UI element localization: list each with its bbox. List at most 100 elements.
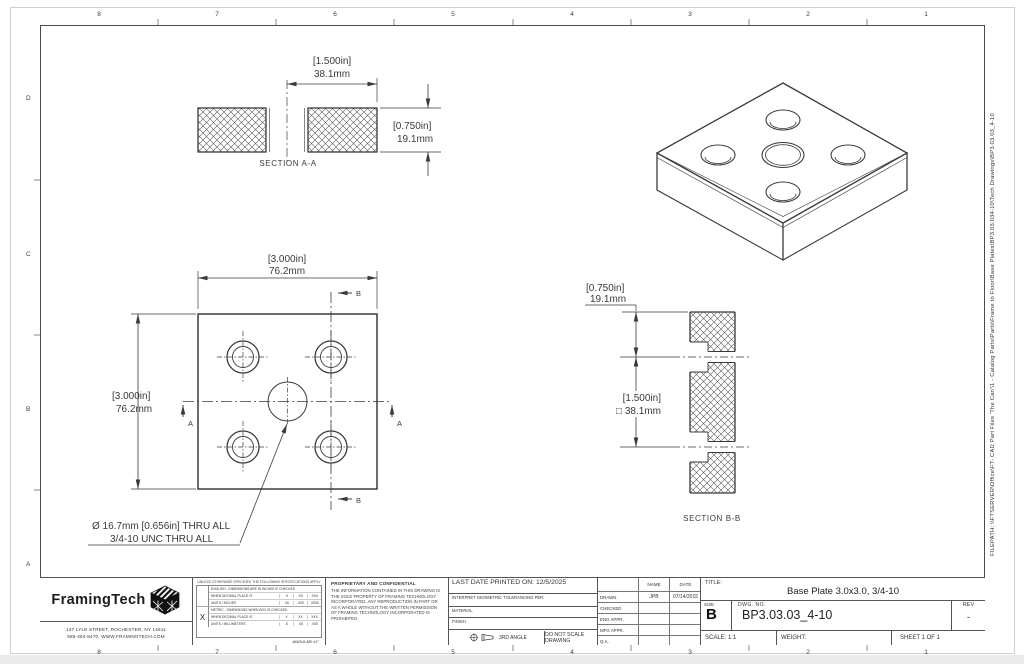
bb-edge-inch: [0.750in]: [586, 283, 625, 294]
approval-row-date: 07/14/2015: [669, 591, 700, 602]
zone-top-2: 2: [806, 11, 810, 18]
front-height-mm: 76.2mm: [116, 404, 152, 415]
finish-label: FINISH: [449, 617, 597, 629]
company-contact: 585-464-8470, WWW.FRAMINGTECH.COM: [67, 633, 165, 639]
third-angle-label: 3RD ANGLE: [498, 634, 528, 641]
company-address: 137 LYLE STREET, ROCHESTER, NY 14611: [66, 626, 166, 632]
approval-row-name: [638, 613, 669, 624]
title-block: FramingTech 137 LYLE STREET, ROCHESTER, …: [40, 577, 985, 645]
zone-bottom-6: 6: [333, 649, 337, 656]
approval-row-label: CHECKED: [598, 602, 638, 613]
aa-thick-mm: 19.1mm: [397, 134, 433, 145]
zone-top-7: 7: [215, 11, 219, 18]
approvals-name-header: NAME: [638, 578, 669, 591]
approval-row-label: Q.A.: [598, 635, 638, 645]
tol-cell: XXX: [307, 615, 321, 619]
approval-row-name: [638, 635, 669, 645]
tol-cell: .005: [293, 601, 307, 605]
metric-checkbox: X: [197, 607, 209, 627]
front-view: [88, 271, 395, 546]
proprietary-body: THE INFORMATION CONTAINED IN THIS DRAWIN…: [331, 588, 441, 621]
rev-label: REV: [962, 601, 975, 608]
tol-cell: X: [279, 615, 293, 619]
approvals-block: NAME DATE DRAWN JPB 07/14/2015 CHECKED E…: [597, 578, 700, 645]
sheet-outer-border: [10, 7, 1015, 654]
proprietary-heading: PROPRIETARY AND CONFIDENTIAL: [331, 581, 416, 586]
front-width-inch: [3.000in]: [268, 254, 307, 265]
rev-value: -: [967, 611, 970, 622]
tol-cell: .X: [279, 594, 293, 598]
cut-label-b-bottom: B: [356, 496, 361, 505]
tol-english-label: ENGLISH - DIMENSIONS ARE IN INCHES IF CH…: [211, 587, 296, 591]
size-label: SIZE: [704, 601, 715, 607]
hole-note-leader: [239, 423, 288, 544]
zone-bottom-4: 4: [570, 649, 574, 656]
zone-top-3: 3: [688, 11, 692, 18]
isometric-view: [655, 82, 909, 261]
approval-row-label: MFG APPR.: [598, 624, 638, 635]
scale-value: SCALE: 1:1: [705, 634, 737, 641]
hole-note-line1: Ø 16.7mm [0.656in] THRU ALL: [92, 521, 231, 532]
tol-decimal-label: WHEN DECIMAL PLACE IS: [211, 594, 253, 598]
approval-row-date: [669, 624, 700, 635]
company-block: FramingTech 137 LYLE STREET, ROCHESTER, …: [40, 578, 192, 645]
cut-label-a-left: A: [188, 419, 193, 428]
company-logo-text: FramingTech: [51, 591, 146, 608]
zone-top-4: 4: [570, 11, 574, 18]
tol-cell: .0005: [307, 601, 321, 605]
bb-pitch-mm: □ 38.1mm: [616, 406, 661, 417]
tol-cell: XX: [293, 615, 307, 619]
dwg-no-value: BP3.03.03_4-10: [742, 607, 833, 622]
zone-bottom-2: 2: [806, 649, 810, 656]
section-aa-view: [197, 78, 441, 176]
do-not-scale-label: DO NOT SCALE DRAWING: [544, 631, 594, 644]
tol-decimal-label: WHEN DECIMAL PLACE IS: [211, 615, 253, 619]
tolerance-header: UNLESS OTHERWISE SPECIFIED THE FOLLOWING…: [197, 580, 321, 584]
aa-thick-inch: [0.750in]: [393, 121, 432, 132]
front-height-inch: [3.000in]: [112, 391, 151, 402]
approval-row-name: [638, 602, 669, 613]
cut-label-b-top: B: [356, 289, 361, 298]
approval-row-name: [638, 624, 669, 635]
zone-left-a: A: [26, 561, 31, 568]
front-width-mm: 76.2mm: [269, 266, 305, 277]
zone-ticks: [34, 19, 868, 651]
zone-bottom-1: 1: [924, 649, 928, 656]
approval-row-date: [669, 613, 700, 624]
proprietary-block: PROPRIETARY AND CONFIDENTIAL THE INFORMA…: [325, 578, 448, 645]
hole-note-line2: 3/4-10 UNC THRU ALL: [110, 534, 214, 545]
interpret-gtol: INTERPRET GEOMETRIC TOLERANCING PER:: [449, 592, 597, 606]
approval-row-label: DRAWN: [598, 591, 638, 602]
title-label: TITLE:: [705, 580, 722, 586]
weight-label: WEIGHT:: [776, 630, 891, 645]
tol-metric-label: METRIC - DIMENSIONS WHEN BOX IS CHECKED: [211, 608, 288, 612]
last-printed-date: LAST DATE PRINTED ON: 12/5/2025: [452, 579, 567, 586]
title-info-block: TITLE: Base Plate 3.0x3.0, 3/4-10 SIZE B…: [700, 578, 985, 645]
zone-bottom-7: 7: [215, 649, 219, 656]
zone-bottom-8: 8: [97, 649, 101, 656]
approvals-date-header: DATE: [669, 578, 700, 591]
bb-edge-mm: 19.1mm: [590, 294, 626, 305]
company-logo-cube-icon: [149, 585, 180, 615]
angular-tolerance: ANGULAR ±1°: [292, 639, 319, 644]
zone-top-5: 5: [451, 11, 455, 18]
section-aa-label: SECTION A-A: [259, 159, 316, 168]
tol-cell: .06: [279, 601, 293, 605]
tol-cell: .XX: [293, 594, 307, 598]
section-bb-label: SECTION B-B: [683, 514, 741, 523]
drawing-info-block: LAST DATE PRINTED ON: 12/5/2025 INTERPRE…: [448, 578, 597, 645]
approval-row-date: [669, 602, 700, 613]
tol-cell: .005: [307, 622, 321, 626]
drawing-title: Base Plate 3.0x3.0, 3/4-10: [787, 586, 899, 597]
tolerance-block: UNLESS OTHERWISE SPECIFIED THE FOLLOWING…: [192, 578, 325, 645]
zone-left-c: C: [26, 251, 31, 258]
cut-label-a-right: A: [397, 419, 402, 428]
aa-width-inch: [1.500in]: [313, 56, 352, 67]
approval-row-name: JPB: [638, 591, 669, 602]
page-edge-shade: [0, 655, 1024, 664]
third-angle-projection-icon: [469, 633, 494, 643]
zone-bottom-3: 3: [688, 649, 692, 656]
tol-cell: .XXX: [307, 594, 321, 598]
